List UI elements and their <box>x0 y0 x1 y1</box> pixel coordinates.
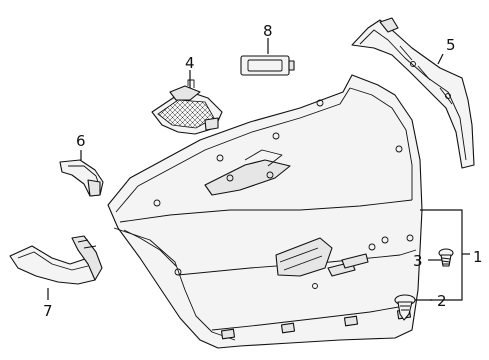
push-clip-part <box>394 294 416 321</box>
callout-6: 6 <box>76 132 86 150</box>
callout-8: 8 <box>263 22 273 40</box>
side-trim-part <box>351 17 475 169</box>
bracket-part <box>151 79 223 135</box>
callout-4: 4 <box>185 54 195 72</box>
callout-1: 1 <box>473 248 483 266</box>
callout-5: 5 <box>446 36 456 54</box>
trunk-lid-trim-panel <box>107 74 423 349</box>
curved-cover-part <box>9 235 103 285</box>
clip-bracket-part <box>59 159 104 197</box>
screw-part <box>438 248 454 267</box>
callout-2: 2 <box>437 292 447 310</box>
callout-3: 3 <box>413 252 423 270</box>
module-part <box>240 55 295 76</box>
callout-7: 7 <box>43 302 53 320</box>
leader-lines <box>47 38 470 301</box>
